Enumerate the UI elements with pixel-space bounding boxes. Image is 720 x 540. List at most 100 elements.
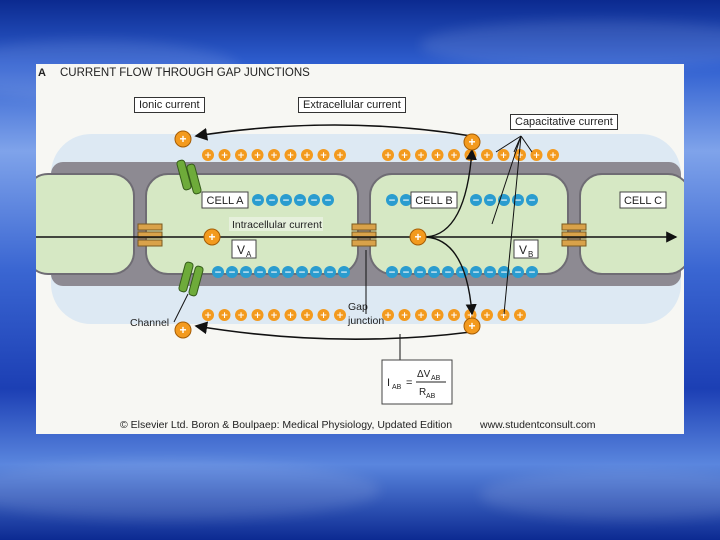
minus-charge: − bbox=[212, 266, 224, 278]
extracellular-current-arrow-bottom bbox=[194, 321, 472, 341]
plus-charge: + bbox=[415, 149, 427, 161]
cell-a-label: CELL A bbox=[207, 195, 245, 207]
svg-text:−: − bbox=[528, 196, 536, 206]
svg-text:AB: AB bbox=[431, 375, 441, 382]
minus-charge: − bbox=[294, 194, 306, 206]
plus-charge: + bbox=[268, 149, 280, 161]
minus-charge: − bbox=[268, 266, 280, 278]
svg-text:−: − bbox=[514, 196, 522, 206]
capacitative-current-arrow-up bbox=[425, 148, 477, 238]
minus-charge: − bbox=[308, 194, 320, 206]
svg-text:−: − bbox=[228, 268, 236, 278]
svg-text:+: + bbox=[270, 151, 278, 161]
svg-text:+: + bbox=[516, 151, 524, 161]
svg-text:+: + bbox=[450, 151, 458, 161]
plus-charge: + bbox=[235, 149, 247, 161]
plus-charge: + bbox=[218, 309, 231, 321]
svg-text:−: − bbox=[214, 268, 222, 278]
svg-text:+: + bbox=[208, 230, 215, 244]
svg-text:−: − bbox=[282, 196, 290, 206]
cell-b bbox=[369, 173, 569, 275]
ion-channel-bottom bbox=[178, 261, 204, 297]
svg-text:+: + bbox=[320, 151, 328, 161]
svg-text:ΔV: ΔV bbox=[417, 369, 431, 380]
large-charge-3: + bbox=[203, 228, 221, 246]
svg-text:−: − bbox=[458, 268, 466, 278]
cell-c bbox=[579, 173, 684, 275]
plus-charge: + bbox=[448, 309, 460, 321]
minus-charge: − bbox=[310, 266, 322, 278]
svg-text:−: − bbox=[472, 196, 480, 206]
svg-text:+: + bbox=[500, 151, 508, 161]
minus-charge: − bbox=[470, 194, 482, 206]
large-charge-4: + bbox=[409, 228, 427, 246]
plus-charge: + bbox=[382, 149, 394, 161]
gap-junction-middle bbox=[351, 223, 377, 247]
gap-junction-right bbox=[561, 223, 587, 247]
figure-title: CURRENT FLOW THROUGH GAP JUNCTIONS bbox=[60, 67, 310, 79]
plus-charge: + bbox=[334, 309, 346, 321]
svg-text:+: + bbox=[384, 311, 392, 321]
svg-text:AB: AB bbox=[426, 393, 436, 400]
svg-text:−: − bbox=[500, 268, 508, 278]
plus-charge: + bbox=[398, 149, 411, 161]
plus-charge: + bbox=[382, 309, 394, 321]
plus-charge: + bbox=[514, 149, 526, 161]
voltage-b-label: V B bbox=[513, 239, 539, 259]
plus-charge: + bbox=[431, 309, 444, 321]
svg-text:−: − bbox=[486, 268, 494, 278]
svg-text:+: + bbox=[533, 151, 541, 161]
large-charge-1: + bbox=[174, 130, 192, 148]
svg-text:A: A bbox=[246, 250, 252, 259]
svg-text:+: + bbox=[204, 151, 212, 161]
minus-charge: − bbox=[226, 266, 238, 278]
svg-text:+: + bbox=[270, 311, 278, 321]
cell-b-label-box bbox=[410, 191, 458, 209]
minus-charge: − bbox=[296, 266, 308, 278]
svg-text:+: + bbox=[254, 151, 262, 161]
svg-text:−: − bbox=[312, 268, 320, 278]
plus-charge: + bbox=[448, 149, 460, 161]
minus-charge: − bbox=[324, 266, 336, 278]
minus-charge: − bbox=[428, 266, 440, 278]
svg-text:+: + bbox=[237, 151, 245, 161]
junction-label: junction bbox=[347, 315, 384, 327]
extracellular-current-label: Extracellular current bbox=[298, 97, 406, 113]
svg-text:−: − bbox=[388, 268, 396, 278]
svg-text:+: + bbox=[336, 311, 344, 321]
svg-text:+: + bbox=[516, 311, 524, 321]
svg-text:−: − bbox=[430, 268, 438, 278]
cell-c-label-box bbox=[619, 191, 667, 209]
svg-text:−: − bbox=[256, 268, 264, 278]
gap-junction-diagram: A CURRENT FLOW THROUGH GAP JUNCTIONS + + +… bbox=[36, 67, 684, 431]
svg-text:−: − bbox=[444, 268, 452, 278]
svg-text:+: + bbox=[483, 151, 491, 161]
svg-text:−: − bbox=[254, 196, 262, 206]
plus-charge: + bbox=[301, 149, 313, 161]
minus-charge: − bbox=[498, 266, 510, 278]
svg-text:−: − bbox=[268, 196, 276, 206]
minus-charge: − bbox=[484, 266, 496, 278]
svg-text:−: − bbox=[284, 268, 292, 278]
minus-charge: − bbox=[442, 266, 454, 278]
svg-text:+: + bbox=[500, 311, 508, 321]
minus-charge: − bbox=[252, 194, 264, 206]
minus-charge: − bbox=[240, 266, 252, 278]
svg-text:−: − bbox=[528, 268, 536, 278]
minus-charge: − bbox=[484, 194, 496, 206]
plus-charge: + bbox=[497, 309, 510, 321]
svg-text:+: + bbox=[237, 311, 245, 321]
panel-letter: A bbox=[38, 67, 46, 79]
svg-text:+: + bbox=[179, 323, 186, 337]
minus-charge: − bbox=[280, 194, 292, 206]
plus-charge: + bbox=[497, 149, 510, 161]
svg-text:+: + bbox=[303, 311, 311, 321]
minus-charge: − bbox=[526, 194, 538, 206]
plus-charge: + bbox=[301, 309, 313, 321]
channel-pointer bbox=[173, 293, 189, 323]
plus-charge: + bbox=[317, 149, 330, 161]
svg-text:+: + bbox=[384, 151, 392, 161]
svg-text:I: I bbox=[387, 377, 390, 389]
minus-charge: − bbox=[386, 194, 398, 206]
svg-text:−: − bbox=[298, 268, 306, 278]
